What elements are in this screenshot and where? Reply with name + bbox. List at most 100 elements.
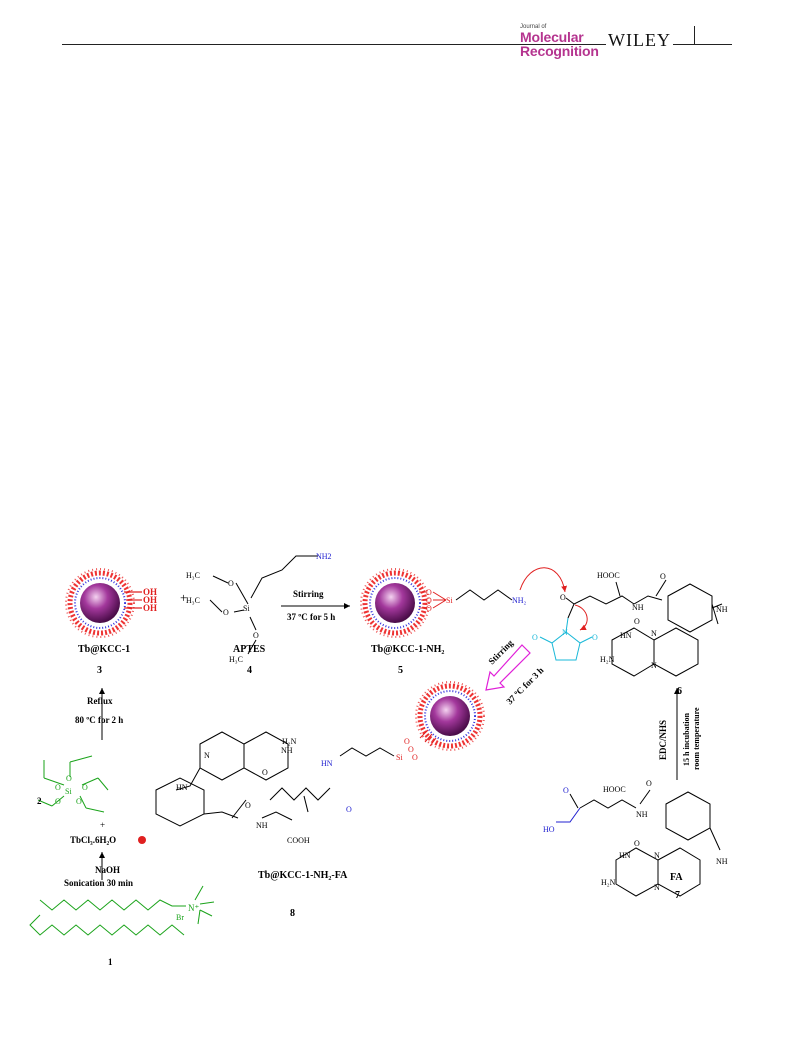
svg-text:37 ºC for 3 h: 37 ºC for 3 h — [504, 665, 545, 706]
oh-label: OH — [143, 595, 157, 605]
svg-text:O: O — [346, 805, 352, 814]
compound-6-structure — [565, 579, 723, 677]
svg-text:NaOH: NaOH — [95, 865, 120, 875]
svg-text:HO: HO — [543, 825, 555, 834]
svg-text:O: O — [646, 779, 652, 788]
svg-text:O: O — [563, 786, 569, 795]
svg-text:NH: NH — [636, 810, 648, 819]
compound-2-number: 2 — [37, 796, 42, 806]
svg-text:COOH: COOH — [287, 836, 310, 845]
page-tick — [694, 26, 695, 44]
svg-text:N⁺: N⁺ — [188, 903, 199, 913]
nanoparticle-8 — [416, 682, 484, 750]
svg-text:15 h incubation: 15 h incubation — [682, 713, 691, 766]
svg-text:O: O — [66, 774, 72, 783]
svg-text:N: N — [562, 628, 568, 637]
svg-text:O: O — [426, 604, 432, 613]
compound-8-label: Tb@KCC-1-NH₂-FA — [258, 870, 348, 881]
publisher-logo: WILEY — [606, 30, 673, 51]
svg-text:Si: Si — [446, 596, 453, 605]
compound-3-number: 3 — [97, 665, 102, 676]
svg-text:N: N — [651, 661, 657, 670]
svg-text:O: O — [253, 631, 259, 640]
svg-text:N: N — [654, 851, 660, 860]
svg-text:HN: HN — [619, 851, 631, 860]
aptes-structure — [209, 555, 318, 655]
svg-text:H₃C: H₃C — [229, 655, 243, 664]
nhs-ring — [539, 617, 593, 661]
svg-text:Reflux: Reflux — [87, 696, 113, 706]
svg-text:O: O — [660, 572, 666, 581]
svg-text:O: O — [634, 617, 640, 626]
svg-text:+: + — [100, 820, 105, 830]
svg-text:HN: HN — [176, 783, 188, 792]
svg-text:H₃C: H₃C — [186, 571, 200, 580]
svg-text:Si: Si — [396, 753, 403, 762]
svg-text:O: O — [592, 633, 598, 642]
svg-text:H₃C: H₃C — [186, 596, 200, 605]
svg-text:O: O — [426, 596, 432, 605]
svg-text:room temperature: room temperature — [692, 707, 701, 770]
plus-sign: + — [180, 590, 187, 605]
svg-text:H₂N: H₂N — [282, 737, 297, 746]
compound-4-number: 4 — [247, 665, 252, 676]
nanoparticle-5 — [361, 569, 429, 637]
svg-text:H₂N: H₂N — [600, 655, 615, 664]
tb-dot — [138, 836, 146, 844]
svg-text:NH: NH — [716, 857, 728, 866]
svg-text:O: O — [55, 783, 61, 792]
svg-text:NH2: NH2 — [316, 552, 332, 561]
svg-text:HOOC: HOOC — [597, 571, 620, 580]
ctab-structure — [29, 885, 215, 936]
stirring-arrow — [485, 644, 531, 691]
svg-text:NH: NH — [281, 746, 293, 755]
svg-text:O: O — [228, 579, 234, 588]
svg-text:NH₂: NH₂ — [512, 596, 527, 605]
svg-text:NH: NH — [716, 605, 728, 614]
svg-text:O: O — [412, 753, 418, 762]
nanoparticle-3 — [66, 569, 134, 637]
journal-logo: Journal of Molecular Recognition — [520, 24, 599, 59]
compound-7-structure — [569, 789, 721, 897]
compound-5-number: 5 — [398, 665, 403, 676]
svg-text:O: O — [404, 737, 410, 746]
svg-text:O: O — [262, 768, 268, 777]
svg-text:HOOC: HOOC — [603, 785, 626, 794]
compound-5-label: Tb@KCC-1-NH₂ — [371, 644, 444, 655]
compound-8-number: 8 — [290, 908, 295, 919]
svg-text:O: O — [426, 588, 432, 597]
svg-text:O: O — [76, 797, 82, 806]
compound-1-number: 1 — [108, 957, 113, 967]
compound-7-number: 7 — [675, 890, 680, 901]
svg-text:Stirring: Stirring — [486, 637, 515, 666]
svg-text:O: O — [560, 593, 566, 602]
svg-text:NH: NH — [256, 821, 268, 830]
compound-7-label: FA — [670, 872, 683, 883]
teos-structure — [37, 755, 109, 813]
svg-text:N: N — [654, 883, 660, 892]
svg-text:HN: HN — [321, 759, 333, 768]
svg-text:EDC/NHS: EDC/NHS — [658, 720, 668, 760]
compound-6-number: 6 — [677, 686, 682, 697]
svg-text:O: O — [408, 745, 414, 754]
svg-text:80 ºC for 2 h: 80 ºC for 2 h — [75, 715, 123, 725]
svg-text:N: N — [651, 629, 657, 638]
compound-4-label: APTES — [233, 644, 266, 655]
oh-label: OH — [143, 587, 157, 597]
svg-text:H₂N: H₂N — [601, 878, 616, 887]
svg-text:Si: Si — [65, 787, 72, 796]
svg-text:N: N — [204, 751, 210, 760]
svg-text:O: O — [223, 608, 229, 617]
svg-text:Stirring: Stirring — [293, 589, 324, 599]
svg-text:Si: Si — [243, 604, 250, 613]
svg-text:37 ºC for 5 h: 37 ºC for 5 h — [287, 612, 335, 622]
oh-label: OH — [143, 603, 157, 613]
compound-8-structure — [155, 731, 395, 827]
svg-text:HN: HN — [620, 631, 632, 640]
svg-text:Sonication 30 min: Sonication 30 min — [64, 878, 133, 888]
svg-text:O: O — [532, 633, 538, 642]
svg-text:Br: Br — [176, 913, 184, 922]
tbcl3-label: TbCl₃.6H₂O — [70, 835, 116, 845]
svg-text:O: O — [82, 783, 88, 792]
